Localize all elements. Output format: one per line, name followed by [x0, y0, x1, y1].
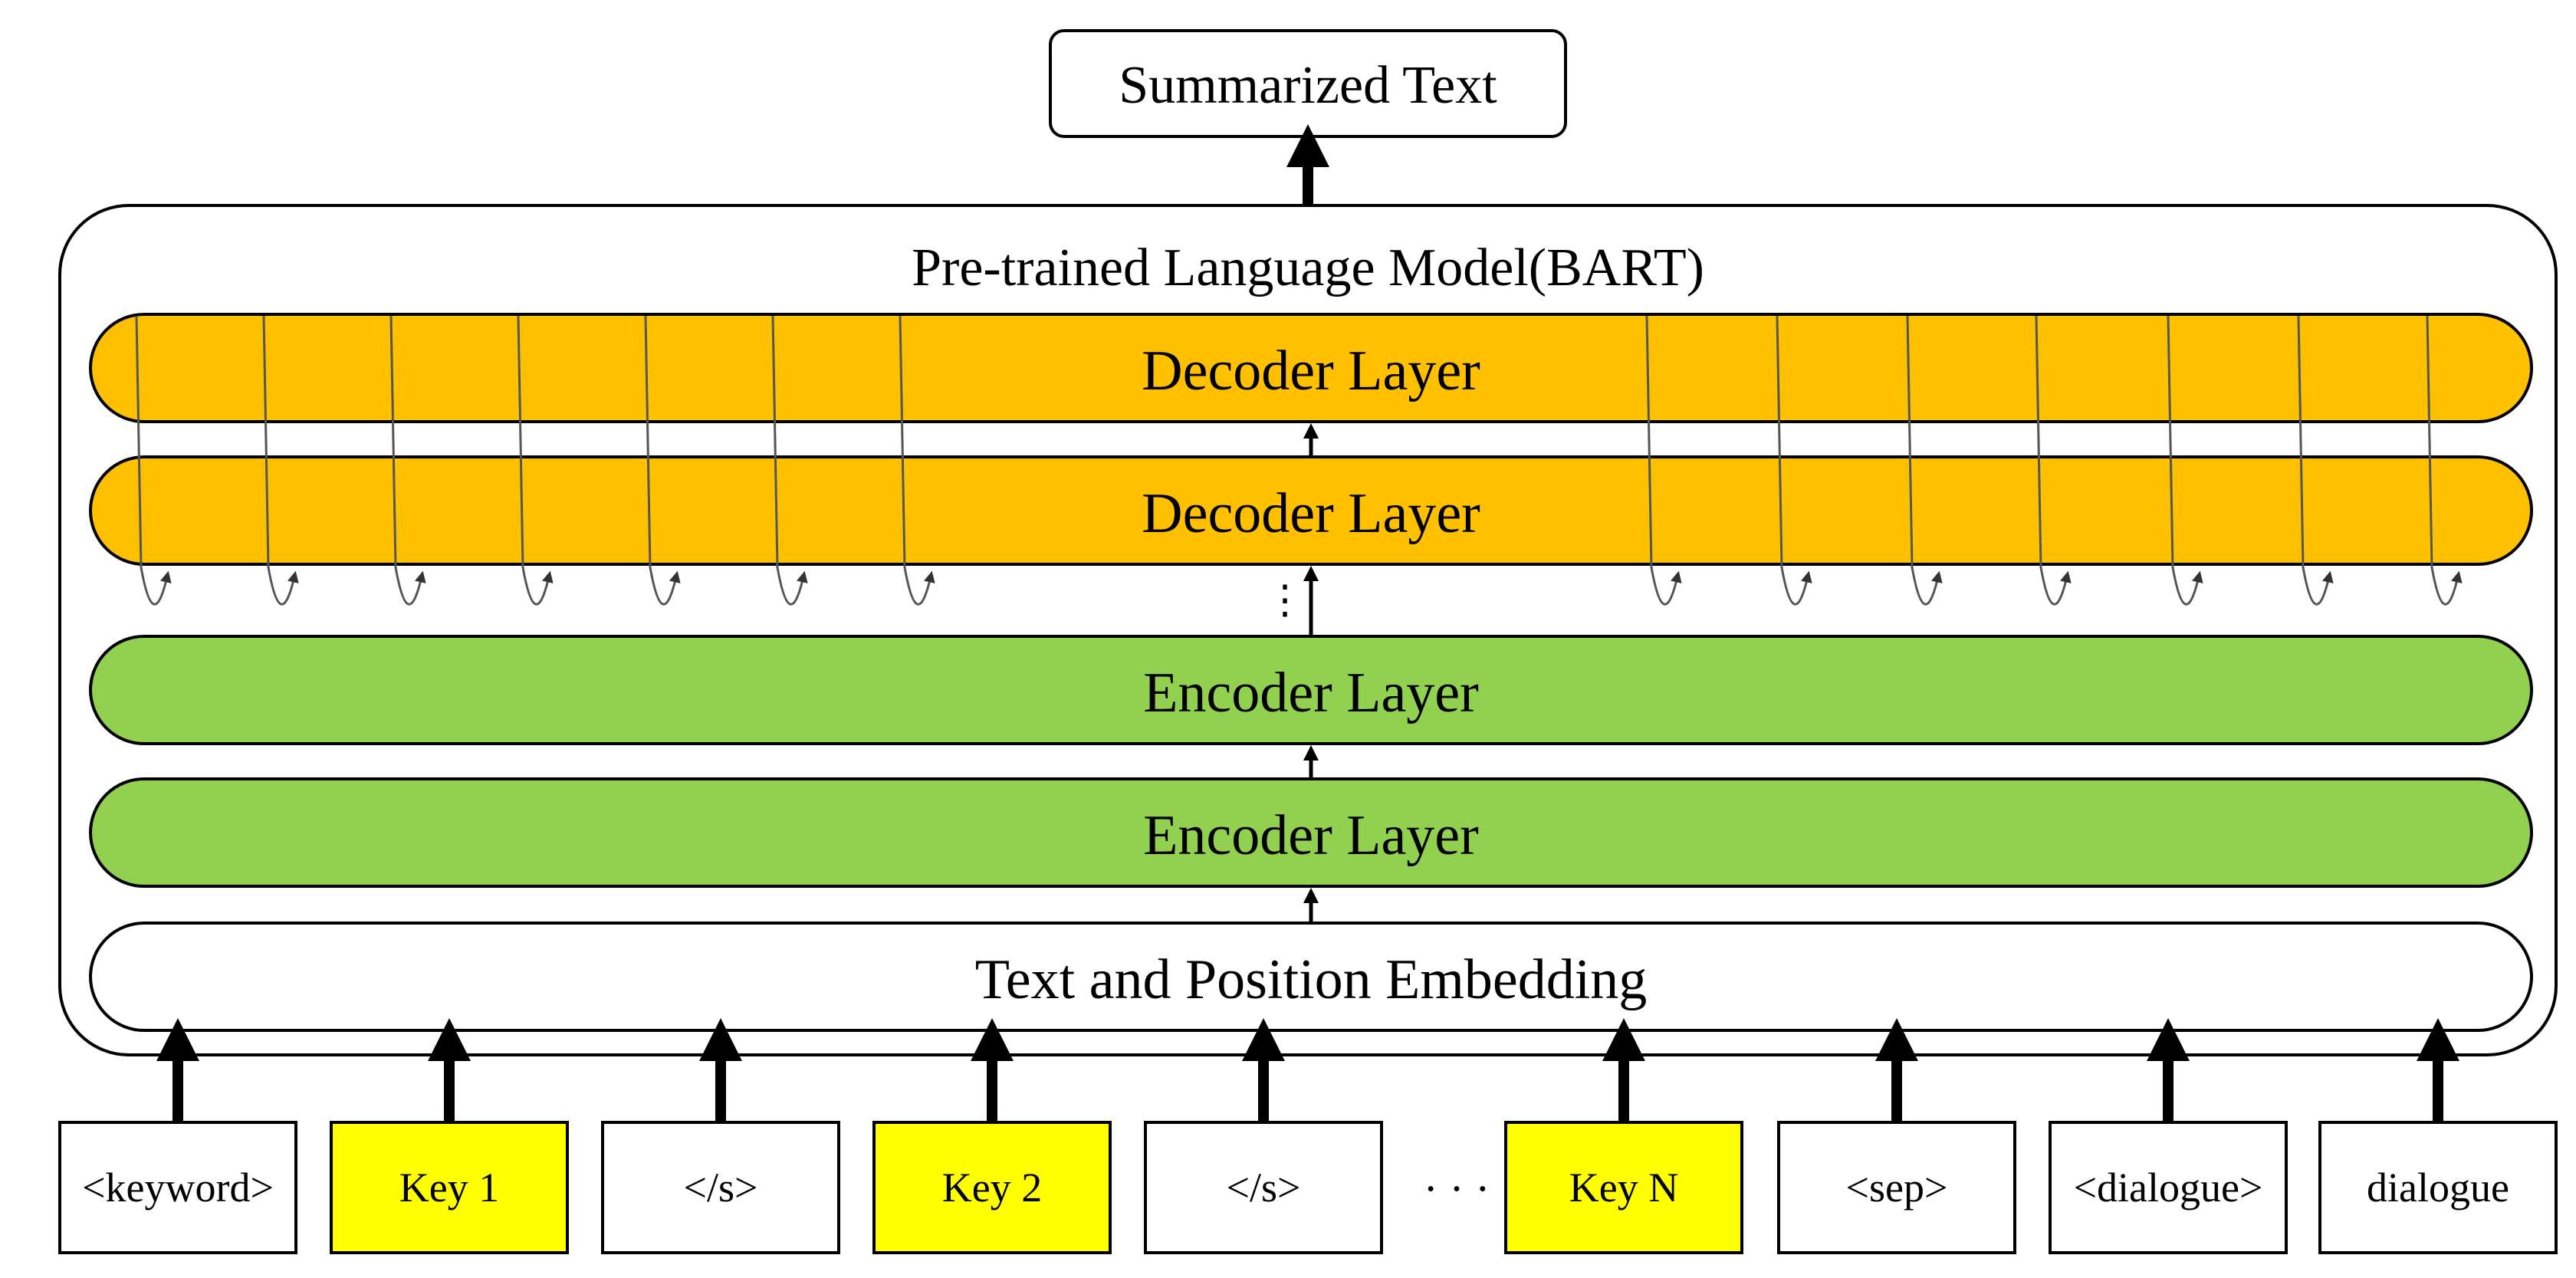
token-box: [872, 1121, 1112, 1254]
tokens-ellipsis: · · ·: [1424, 1164, 1490, 1214]
token-label: <dialogue>: [2074, 1165, 2263, 1211]
token-box: [58, 1121, 297, 1254]
decoder-layer-top-shape: [89, 313, 2533, 423]
token-1: Key 1: [330, 1018, 569, 1254]
cross-attention-curve: [2426, 315, 2463, 606]
encoder-layer-top-label: Encoder Layer: [1143, 662, 1479, 724]
embedding-layer-label: Text and Position Embedding: [975, 948, 1648, 1011]
token-label: Key N: [1569, 1165, 1678, 1211]
token-label: dialogue: [2367, 1165, 2509, 1211]
token-box: [1777, 1121, 2016, 1254]
cross-attention-curve: [899, 315, 935, 606]
cross-attention-curve: [2167, 315, 2203, 606]
cross-attention-curve: [2035, 315, 2072, 606]
cross-attention-curve: [1906, 315, 1943, 606]
cross-attention-curve: [644, 315, 681, 606]
token-0: <keyword>: [58, 1018, 297, 1254]
model-title: Pre-trained Language Model(BART): [912, 238, 1704, 297]
summarized-text-label: Summarized Text: [1119, 56, 1497, 115]
token-2: </s>: [601, 1018, 840, 1254]
token-box: [1144, 1121, 1383, 1254]
embedding-layer: Text and Position Embedding: [89, 922, 2533, 1032]
cross-attention-curve: [135, 315, 172, 606]
token-label: <keyword>: [82, 1165, 274, 1211]
layer-ellipsis: ⋮: [1265, 579, 1305, 623]
decoder-layer-top: Decoder Layer: [89, 313, 2533, 423]
token-3: Key 2: [872, 1018, 1112, 1254]
cross-attention-curve: [262, 315, 299, 606]
cross-attention-curve: [771, 315, 808, 606]
summarized-text-box: Summarized Text: [1049, 29, 1567, 138]
token-6: <sep>: [1777, 1018, 2016, 1254]
cross-attention-curve: [389, 315, 426, 606]
token-box: [1504, 1121, 1743, 1254]
cross-attention-curve: [517, 315, 554, 606]
cross-attention-curve: [1776, 315, 1812, 606]
token-5: Key N: [1504, 1018, 1743, 1254]
decoder-layer-top-label: Decoder Layer: [1142, 340, 1480, 402]
token-box: [601, 1121, 840, 1254]
token-box: [2049, 1121, 2288, 1254]
encoder-layer-top: Encoder Layer: [89, 635, 2533, 745]
cross-attention-curve: [1645, 315, 1682, 606]
token-8: dialogue: [2318, 1018, 2558, 1254]
input-tokens: <keyword> Key 1 </s> Key 2 </s> Key N <sep> <di…: [58, 1018, 2558, 1254]
encoder-layer-bottom-label: Encoder Layer: [1143, 804, 1479, 867]
token-4: </s>: [1144, 1018, 1383, 1254]
token-7: <dialogue>: [2049, 1018, 2288, 1254]
token-label: Key 1: [399, 1165, 499, 1211]
token-label: <sep>: [1846, 1165, 1948, 1211]
decoder-layer-bottom-label: Decoder Layer: [1142, 482, 1480, 545]
token-box: [2318, 1121, 2558, 1254]
encoder-layer-bottom: Encoder Layer: [89, 777, 2533, 888]
decoder-layer-bottom: Decoder Layer: [89, 455, 2533, 566]
token-box: [330, 1121, 569, 1254]
token-label: Key 2: [942, 1165, 1042, 1211]
cross-attention-connections: [135, 315, 2463, 606]
token-label: </s>: [684, 1165, 758, 1211]
token-label: </s>: [1227, 1165, 1301, 1211]
cross-attention-curve: [2297, 315, 2334, 606]
